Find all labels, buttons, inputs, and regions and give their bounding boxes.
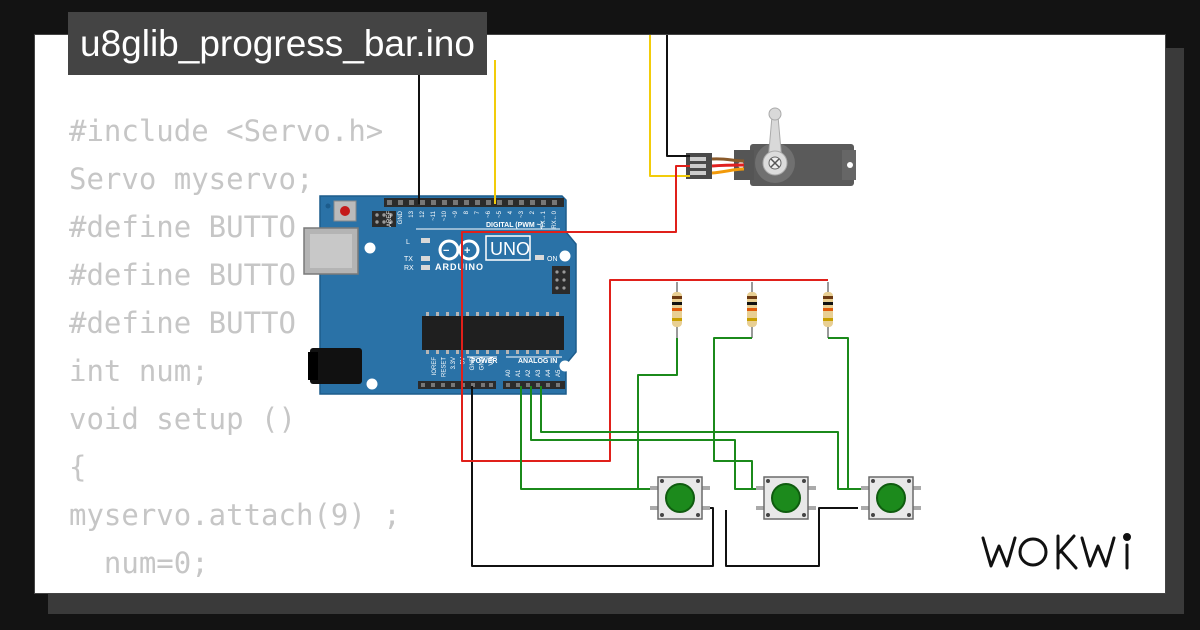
pin-label: ~3 [519,210,525,218]
pin-label: 8 [464,210,470,214]
mounting-hole [366,378,378,390]
led-label-rx: RX [404,265,414,272]
power-jack [310,348,362,384]
pin-label: ~5 [497,210,503,218]
code-preview: #include <Servo.h> Servo myservo; #define … [69,107,401,587]
wire-black[interactable] [471,386,714,567]
servo-motor[interactable] [686,107,856,186]
power-header-label: POWER [471,358,497,365]
pin-label: A1 [516,369,522,377]
microcontroller-chip [422,316,564,350]
svg-text:+: + [464,245,470,257]
wire-green[interactable] [637,338,678,489]
led-label-l: L [406,239,410,246]
code-line: #include <Servo.h> [69,114,384,148]
led-l [421,238,430,243]
wire-green[interactable] [540,386,870,490]
pin-label: IOREF [432,357,438,376]
arduino-infinity-icon [438,239,480,261]
pin-label: 12 [420,210,426,217]
code-line: #define BUTTO [69,258,296,292]
code-line: myservo.attach(9) ; [69,498,401,532]
board-model: UNO [490,239,530,259]
push-button[interactable] [756,476,816,520]
led-on [535,255,544,260]
mounting-hole [559,360,571,372]
board-brand: ARDUINO [435,262,484,272]
circuit-panel: #include <Servo.h> Servo myservo; #define … [34,34,1166,594]
pin-label: 4 [508,210,514,214]
wire-red[interactable] [461,279,828,462]
code-line: { [69,450,87,484]
code-line: #define BUTTO [69,210,296,244]
pin-label: Vin [489,357,495,366]
pin-label: ~11 [431,210,437,220]
push-button[interactable] [650,476,710,520]
code-line: num=0; [69,546,209,580]
led-label-on: ON [547,256,558,263]
pin-label: RX←0 [552,210,558,228]
svg-text:−: − [443,245,449,257]
code-line: int num; [69,354,209,388]
wire-green[interactable] [713,337,753,489]
wire-green[interactable] [828,337,849,489]
push-button[interactable] [861,476,921,520]
pin-label: RESET [442,357,448,377]
pin-label: GND [470,356,476,370]
code-line: #define BUTTO [69,306,296,340]
project-title: u8glib_progress_bar.ino [68,12,487,75]
wokwi-logo [981,533,1131,570]
wire-black[interactable] [666,35,690,157]
pin-label: ~10 [442,210,448,221]
arduino-uno-board[interactable]: AREF GND 13 12 ~11 ~10 ~9 8 7 ~6 ~5 4 ~3 2 TX→1 RX←0 DI… [303,195,577,395]
led-tx [421,256,430,261]
pin-label: ~6 [486,210,492,218]
wire-green[interactable] [530,386,765,490]
pin-label: TX→1 [541,210,547,228]
wire-black[interactable] [725,507,858,567]
pin-label: GND [398,210,404,224]
pin-label: 3.3V [451,357,457,369]
pin-label: A3 [536,369,542,377]
digital-header [384,198,564,207]
analog-header-label: ANALOG IN [518,358,557,365]
pin-label: ~9 [453,210,459,218]
analog-header [503,381,565,389]
resistor[interactable] [823,282,833,338]
pin-label: 5V [461,357,467,364]
code-line: void setup () [69,402,296,436]
mounting-hole [559,250,571,262]
pin-label: GND [480,356,486,370]
digital-header-label: DIGITAL (PWM ~) [486,222,543,229]
pin-label: 7 [475,210,481,214]
pin-label: A4 [546,369,552,377]
power-header [418,381,496,389]
resistor[interactable] [672,282,682,338]
code-line: Servo myservo; [69,162,314,196]
wire-red[interactable] [461,165,690,386]
pin-label: A5 [556,369,562,377]
resistor[interactable] [747,282,757,338]
pin-label: 2 [530,210,536,214]
wires [418,35,870,567]
pin-label: A0 [506,369,512,377]
led-label-tx: TX [404,256,413,263]
wire-yellow[interactable] [649,35,690,177]
pin-label: 13 [409,210,415,217]
wire-green[interactable] [520,386,660,490]
pin-label: A2 [526,369,532,377]
pin-label: AREF [387,211,393,227]
mounting-hole [364,242,376,254]
led-rx [421,265,430,270]
